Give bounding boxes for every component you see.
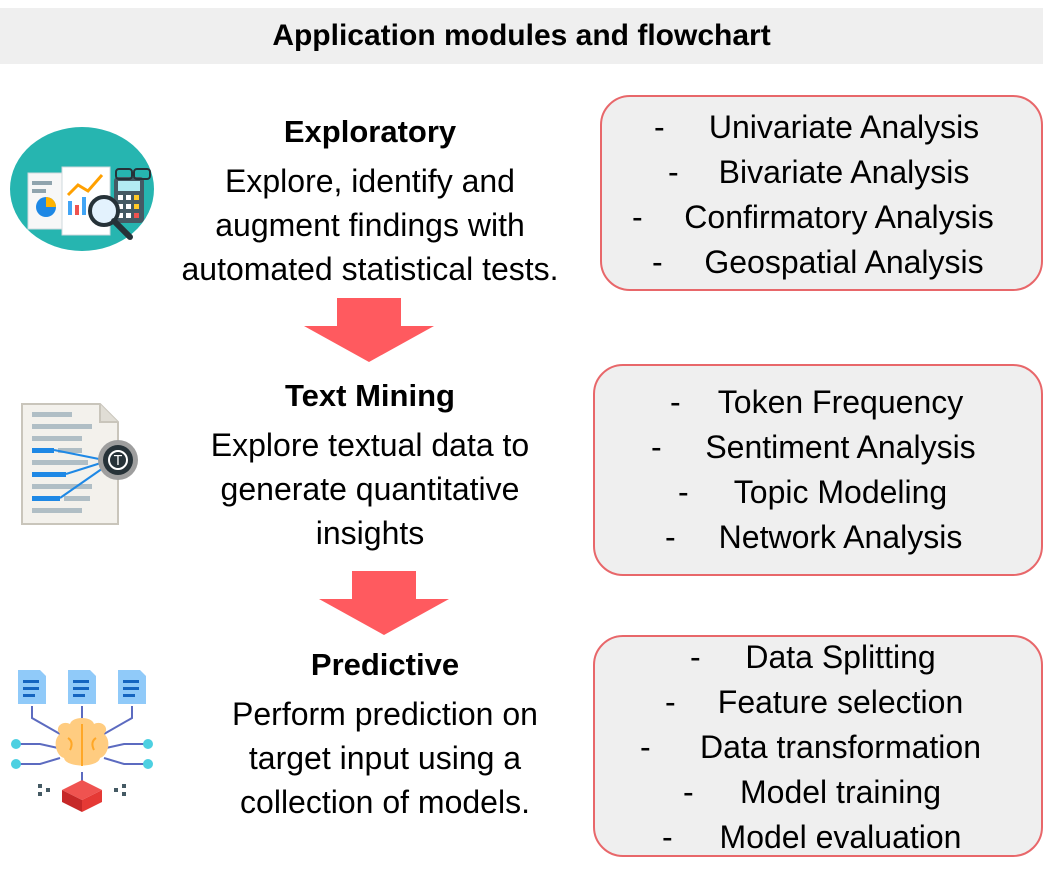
module-heading: Text Mining: [285, 378, 455, 413]
list-item: -Token Frequency: [670, 384, 964, 420]
module-description: Explore, identify and augment findings w…: [181, 163, 559, 287]
analytics-report-icon: [10, 127, 154, 251]
text-mining-analysis-list: -Token Frequency -Sentiment Analysis -To…: [593, 364, 1043, 576]
title-bar: Application modules and flowchart: [0, 8, 1043, 64]
predictive-steps-list: -Data Splitting -Feature selection -Data…: [593, 635, 1043, 857]
module-heading: Predictive: [310, 647, 460, 682]
module-heading: Exploratory: [283, 114, 457, 149]
module-description: Perform prediction on target input using…: [232, 696, 538, 820]
list-item: -Topic Modeling: [678, 474, 948, 510]
list-item: -Model training: [683, 774, 941, 810]
list-item: -Data Splitting: [690, 639, 936, 675]
list-item: -Data transformation: [640, 729, 981, 765]
list-item: -Confirmatory Analysis: [632, 199, 994, 235]
svg-text:T: T: [113, 454, 122, 469]
list-item: -Feature selection: [665, 684, 964, 720]
module-description: Explore textual data to generate quantit…: [210, 427, 530, 551]
flow-down-arrow-icon: [319, 571, 449, 635]
list-item: -Geospatial Analysis: [652, 244, 984, 280]
list-item: -Model evaluation: [662, 819, 962, 855]
list-item: -Network Analysis: [665, 519, 963, 555]
module-text-mining: Text Mining Explore textual data to gene…: [160, 377, 580, 555]
flow-down-arrow-icon: [304, 298, 434, 362]
list-item: -Bivariate Analysis: [668, 154, 970, 190]
ai-brain-network-icon: [11, 670, 153, 812]
list-item: -Sentiment Analysis: [651, 429, 976, 465]
exploratory-analysis-list: -Univariate Analysis -Bivariate Analysis…: [600, 95, 1043, 291]
page-title: Application modules and flowchart: [272, 19, 771, 52]
list-item: -Univariate Analysis: [654, 109, 980, 145]
module-predictive: Predictive Perform prediction on target …: [175, 646, 595, 824]
module-exploratory: Exploratory Explore, identify and augmen…: [160, 113, 580, 291]
text-document-mining-icon: T: [21, 403, 138, 525]
